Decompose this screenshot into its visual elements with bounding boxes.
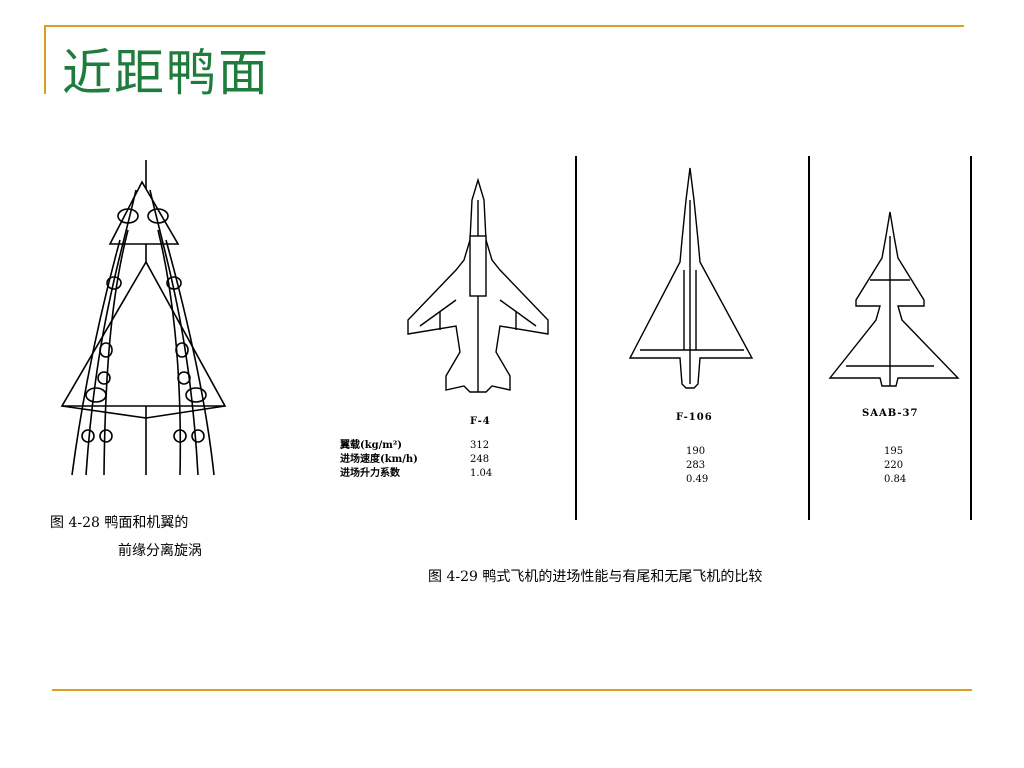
saab37-wing-loading: 195 xyxy=(884,446,904,457)
slide-title: 近距鸭面 xyxy=(62,44,270,102)
f106-wing-loading: 190 xyxy=(686,446,706,457)
f4-wing-loading: 312 xyxy=(470,440,490,451)
aircraft-name-saab37: SAAB-37 xyxy=(862,408,919,419)
f4-lift-coefficient: 1.04 xyxy=(470,468,493,479)
top-rule xyxy=(44,25,964,27)
bottom-rule xyxy=(52,689,972,691)
f106-approach-speed: 283 xyxy=(686,460,706,471)
row-label-wing-loading: 翼载(kg/m²) xyxy=(340,440,402,451)
aircraft-name-f4: F-4 xyxy=(470,416,491,427)
f4-approach-speed: 248 xyxy=(470,454,490,465)
divider-2 xyxy=(808,156,810,520)
f106-lift-coefficient: 0.49 xyxy=(686,474,709,485)
divider-3 xyxy=(970,156,972,520)
aircraft-name-f106: F-106 xyxy=(676,412,713,423)
title-accent-bar xyxy=(44,26,46,94)
figure-4-28-caption-line1: 图 4-28 鸭面和机翼的 xyxy=(50,515,189,531)
row-label-approach-speed: 进场速度(km/h) xyxy=(340,454,418,465)
figure-4-29-caption: 图 4-29 鸭式飞机的进场性能与有尾和无尾飞机的比较 xyxy=(428,569,763,585)
canard-vortex-diagram xyxy=(60,160,227,476)
saab37-approach-speed: 220 xyxy=(884,460,904,471)
row-label-lift-coefficient: 进场升力系数 xyxy=(340,468,400,479)
figure-4-28-caption-line2: 前缘分离旋涡 xyxy=(118,543,202,559)
saab37-lift-coefficient: 0.84 xyxy=(884,474,907,485)
divider-1 xyxy=(575,156,577,520)
